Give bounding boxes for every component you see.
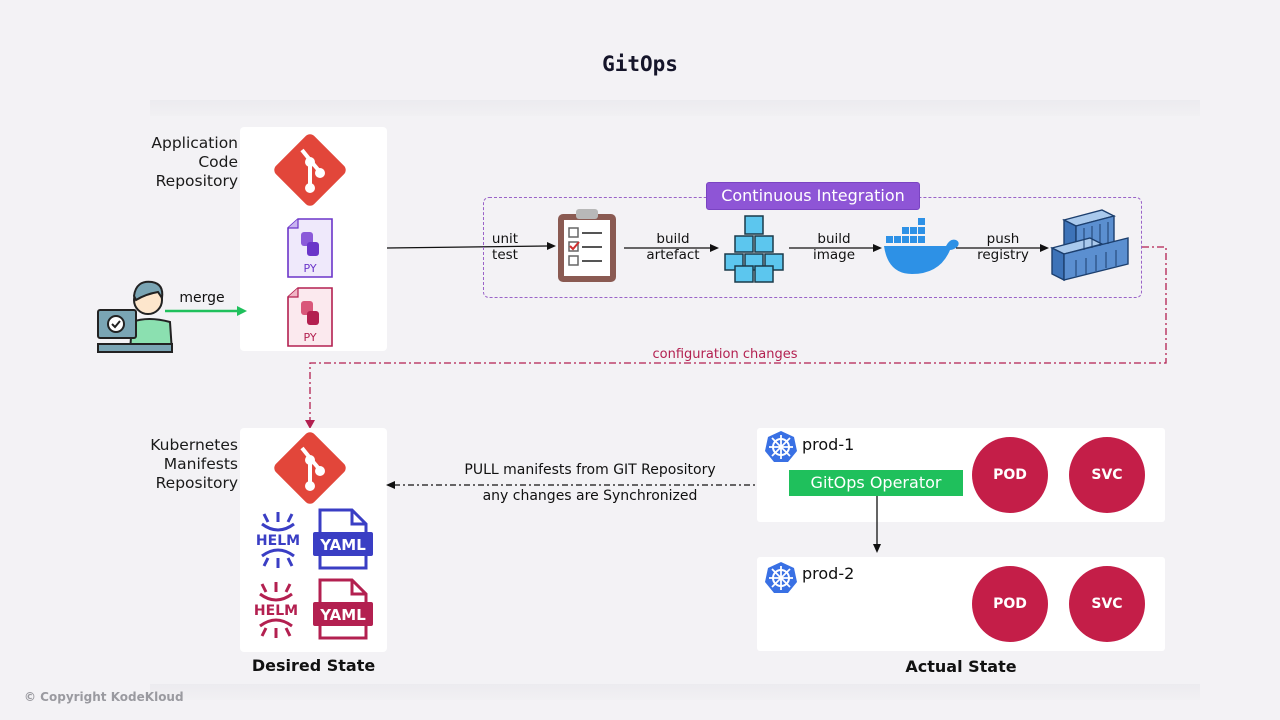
docker-whale-icon — [884, 218, 959, 274]
git-logo-icon — [274, 432, 346, 504]
merge-label: merge — [179, 290, 225, 306]
step-label-line: image — [812, 247, 856, 263]
svg-text:PY: PY — [303, 331, 316, 344]
arrow-to-artefact — [624, 244, 719, 252]
helm-icon: HELM — [254, 582, 298, 638]
pod-resource: POD — [972, 437, 1048, 513]
app-repo-label-line: Code — [198, 153, 238, 171]
sync-label: any changes are Synchronized — [482, 488, 698, 504]
kubernetes-icon — [765, 562, 797, 593]
pull-sync-arrow — [386, 481, 788, 489]
page-title: GitOps — [602, 52, 678, 76]
pod-resource: POD — [972, 566, 1048, 642]
cubes-artefact-icon — [724, 215, 784, 283]
bottom-divider — [150, 684, 1200, 700]
step-label-line: unit — [491, 231, 519, 247]
arrow-to-registry — [956, 244, 1049, 252]
svg-text:YAML: YAML — [319, 606, 366, 624]
svg-text:HELM: HELM — [254, 603, 298, 619]
config-changes-label: configuration changes — [652, 347, 798, 362]
step-label-line: registry — [977, 247, 1029, 263]
kubernetes-icon — [765, 431, 797, 462]
merge-arrow — [165, 306, 247, 316]
yaml-file-icon: YAML — [313, 508, 373, 570]
manifests-repo-label-line: Manifests — [163, 455, 238, 473]
manifests-repo-label-line: Repository — [155, 474, 238, 492]
app-repo-label-line: Repository — [155, 172, 238, 190]
arrow-to-image — [789, 244, 882, 252]
top-divider — [150, 100, 1200, 116]
svc-resource: SVC — [1069, 566, 1145, 642]
copyright: © Copyright KodeKloud — [24, 690, 184, 704]
app-repo-label-line: Application — [151, 134, 238, 152]
svg-text:HELM: HELM — [256, 533, 300, 549]
helm-icon: HELM — [256, 512, 300, 568]
step-label-line: artefact — [646, 247, 700, 263]
step-label-unit-test: unit test — [484, 231, 526, 263]
svc-resource: SVC — [1069, 437, 1145, 513]
ci-title-badge: Continuous Integration — [706, 182, 920, 210]
step-label-build-image: build image — [806, 231, 862, 263]
manifests-repo-label-line: Kubernetes — [150, 436, 238, 454]
repo-to-ci-arrow — [386, 242, 556, 250]
pull-manifests-label: PULL manifests from GIT Repository — [464, 462, 716, 478]
desired-state-label: Desired State — [251, 656, 376, 675]
container-registry-icon — [1050, 209, 1129, 282]
cluster-name: prod-2 — [802, 564, 855, 583]
app-repo-label: Application Code Repository — [120, 134, 238, 191]
cluster-name: prod-1 — [802, 435, 855, 454]
svg-text:PY: PY — [303, 262, 316, 275]
step-label-line: build — [817, 231, 851, 247]
yaml-file-icon: YAML — [313, 578, 373, 640]
step-label-line: test — [492, 247, 518, 263]
developer-icon — [97, 280, 174, 353]
config-changes-path — [305, 246, 1167, 429]
git-logo-icon — [274, 134, 346, 206]
gitops-operator: GitOps Operator — [789, 470, 963, 496]
operator-to-prod2-arrow — [873, 496, 881, 553]
step-label-build-artefact: build artefact — [640, 231, 706, 263]
manifests-repo-label: Kubernetes Manifests Repository — [120, 436, 238, 493]
step-label-line: push — [986, 231, 1020, 247]
python-file-icon: PY — [287, 218, 333, 278]
actual-state-label: Actual State — [905, 657, 1017, 676]
step-label-push-registry: push registry — [972, 231, 1034, 263]
svg-text:YAML: YAML — [319, 536, 366, 554]
python-file-icon: PY — [287, 287, 333, 347]
clipboard-checklist-icon — [558, 209, 616, 282]
step-label-line: build — [656, 231, 690, 247]
